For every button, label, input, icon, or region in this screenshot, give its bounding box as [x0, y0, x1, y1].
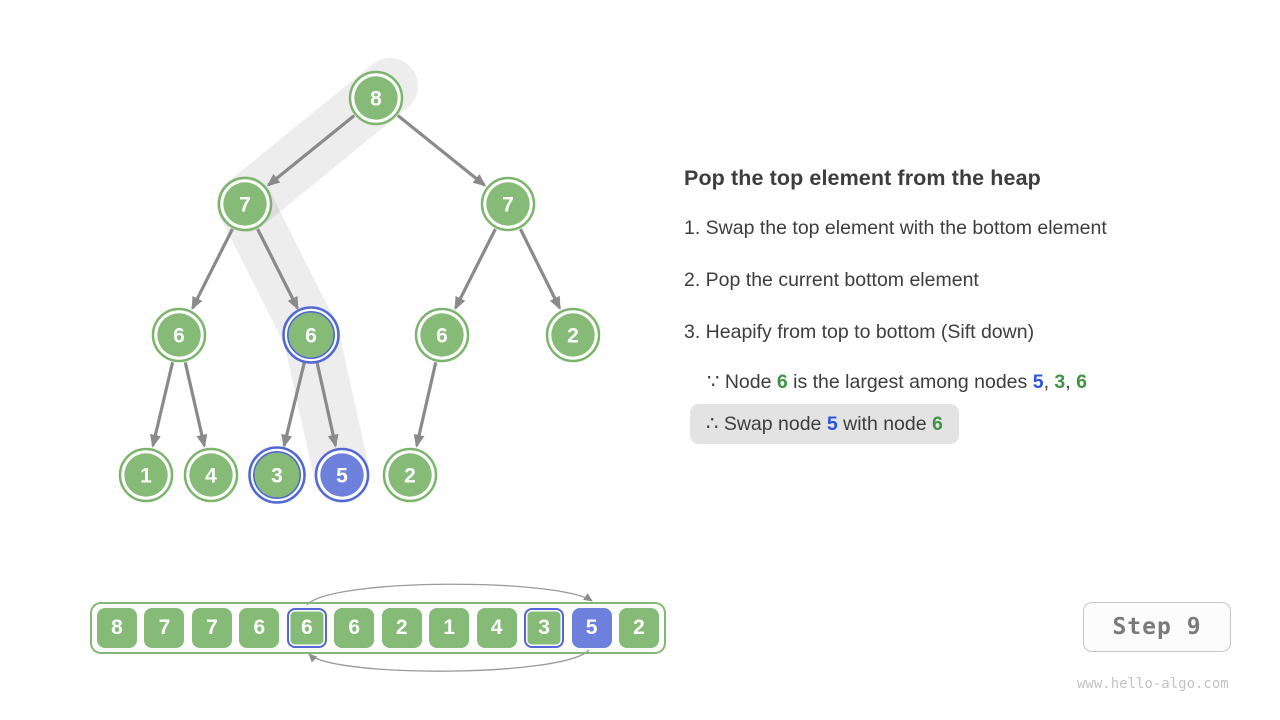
array-cell: 7 — [191, 608, 232, 648]
reason-segment: with node — [837, 413, 932, 435]
array-cell: 7 — [144, 608, 185, 648]
tree-edge — [150, 361, 175, 448]
tree-node-value: 8 — [370, 88, 382, 111]
tree-node-value: 5 — [336, 465, 348, 488]
tree-node: 2 — [382, 447, 438, 503]
array-cell: 5 — [571, 608, 612, 648]
tree-node: 8 — [348, 70, 404, 126]
array-cell: 6 — [239, 608, 280, 648]
tree-node: 3 — [248, 446, 306, 504]
tree-node: 6 — [151, 307, 207, 363]
reason-segment: 3 — [1054, 371, 1066, 393]
tree-node: 2 — [545, 307, 601, 363]
array-cell-value: 2 — [633, 616, 645, 639]
tree-node: 6 — [414, 307, 470, 363]
tree-node: 1 — [118, 447, 174, 503]
tree-node: 6 — [282, 306, 340, 364]
reason-segment: 6 — [776, 371, 788, 393]
step-item-1: 1. Swap the top element with the bottom … — [684, 217, 1107, 239]
reason-segment: 6 — [1076, 371, 1087, 393]
array-cell: 6 — [286, 608, 327, 648]
sift-path-segment — [283, 307, 370, 503]
array-cell-value: 4 — [490, 616, 503, 639]
panel-title: Pop the top element from the heap — [684, 166, 1041, 190]
reason-segment: ∴ Swap node — [706, 413, 827, 435]
array-cell-value: 2 — [395, 616, 408, 639]
tree-node-value: 4 — [205, 465, 217, 488]
sift-path-segment — [217, 58, 418, 232]
array-cell-value: 7 — [206, 616, 218, 639]
tree-node-value: 2 — [567, 325, 579, 348]
tree-node: 4 — [183, 447, 239, 503]
step-badge: Step 9 — [1083, 602, 1231, 652]
tree-node: 7 — [480, 176, 536, 232]
tree-nodes: 8 7 7 6 6 6 2 1 4 3 5 2 — [118, 70, 601, 504]
tree-edge — [183, 361, 208, 448]
tree-edges — [150, 114, 562, 448]
tree-edge — [413, 361, 438, 448]
tree-edge — [519, 228, 562, 310]
watermark: www.hello-algo.com — [1077, 676, 1229, 692]
because-line: ∵ Node 6 is the largest among nodes 5, 3… — [707, 370, 1087, 394]
tree-edge — [256, 228, 299, 310]
array-cell-value: 6 — [348, 616, 361, 639]
tree-node-value: 6 — [173, 325, 185, 348]
tree-edge — [281, 361, 306, 448]
reason-segment: , — [1043, 371, 1055, 393]
sift-path-segment — [217, 176, 339, 363]
tree-node: 5 — [314, 447, 370, 503]
tree-node-value: 3 — [271, 465, 283, 488]
tree-node-value: 6 — [305, 325, 317, 348]
array-cell: 1 — [429, 608, 470, 648]
reason-segment: is the largest among nodes — [787, 371, 1033, 393]
tree-edge — [191, 228, 234, 310]
heap-array: 8 7 7 6 6 6 2 1 4 3 5 2 — [90, 602, 666, 654]
array-cell-value: 5 — [585, 616, 598, 639]
array-cell-value: 8 — [111, 616, 123, 639]
reason-segment: 6 — [932, 413, 943, 435]
step-item-3: 3. Heapify from top to bottom (Sift down… — [684, 321, 1035, 343]
tree-edge — [315, 361, 339, 448]
array-cell: 3 — [524, 608, 565, 648]
array-cell: 6 — [334, 608, 375, 648]
tree-edge — [454, 228, 497, 310]
array-cell-value: 1 — [443, 616, 456, 639]
sift-down-highlight-band — [217, 58, 418, 503]
tree-node-value: 2 — [404, 465, 416, 488]
array-cell: 2 — [381, 608, 422, 648]
array-cell: 2 — [618, 608, 659, 648]
array-cell-value: 7 — [158, 616, 171, 639]
tree-node: 7 — [217, 176, 273, 232]
tree-node-value: 6 — [436, 325, 448, 348]
tree-node-value: 7 — [502, 194, 514, 217]
reason-segment: 5 — [1032, 371, 1044, 393]
reason-segment: , — [1065, 371, 1077, 393]
array-cell: 8 — [97, 608, 137, 648]
array-cell-value: 6 — [253, 616, 266, 639]
step-item-2: 2. Pop the current bottom element — [684, 269, 979, 291]
tree-node-value: 1 — [140, 465, 152, 488]
tree-node-value: 7 — [239, 194, 251, 217]
tree-edge — [396, 114, 487, 187]
array-cell-value: 3 — [538, 616, 550, 639]
array-cell: 4 — [476, 608, 517, 648]
tree-edge — [266, 114, 356, 187]
reason-segment: ∵ Node — [707, 371, 777, 393]
array-cell-value: 6 — [300, 616, 313, 639]
reason-segment: 5 — [826, 413, 838, 435]
therefore-line: ∴ Swap node 5 with node 6 — [690, 404, 959, 444]
